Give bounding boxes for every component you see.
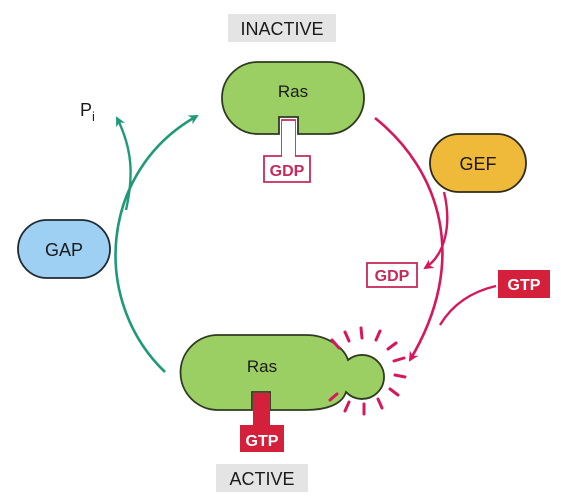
bound-gdp-label: GDP [270, 163, 305, 180]
activation-rays [328, 326, 407, 416]
inactive-ras-protein: Ras [221, 61, 365, 135]
gap-label: GAP [45, 240, 83, 260]
active-label-text: ACTIVE [229, 469, 294, 489]
inactive-state-label: INACTIVE [228, 14, 336, 42]
active-ras-protein: Ras [179, 334, 385, 411]
gef-label: GEF [459, 154, 496, 174]
released-gdp: GDP [366, 262, 418, 288]
hydrolysis-arrow [114, 114, 199, 373]
incoming-gtp-label: GTP [508, 277, 541, 294]
phosphate-label: Pi [80, 100, 95, 124]
activation-arrow [374, 116, 444, 362]
bound-gtp-label: GTP [246, 433, 279, 450]
inactive-label-text: INACTIVE [240, 19, 323, 39]
bound-gtp: GTP [240, 393, 284, 452]
released-gdp-label: GDP [375, 268, 410, 285]
bound-gdp: GDP [263, 119, 311, 183]
inactive-ras-label: Ras [278, 82, 308, 101]
active-ras-label: Ras [247, 357, 277, 376]
active-state-label: ACTIVE [216, 464, 308, 492]
gap-protein: GAP [17, 219, 111, 279]
gtp-uptake-arrow [438, 284, 497, 326]
pi-release-arrow [115, 116, 132, 211]
incoming-gtp: GTP [498, 270, 550, 298]
gef-protein: GEF [429, 133, 527, 193]
gdp-release-arrow [423, 191, 449, 270]
